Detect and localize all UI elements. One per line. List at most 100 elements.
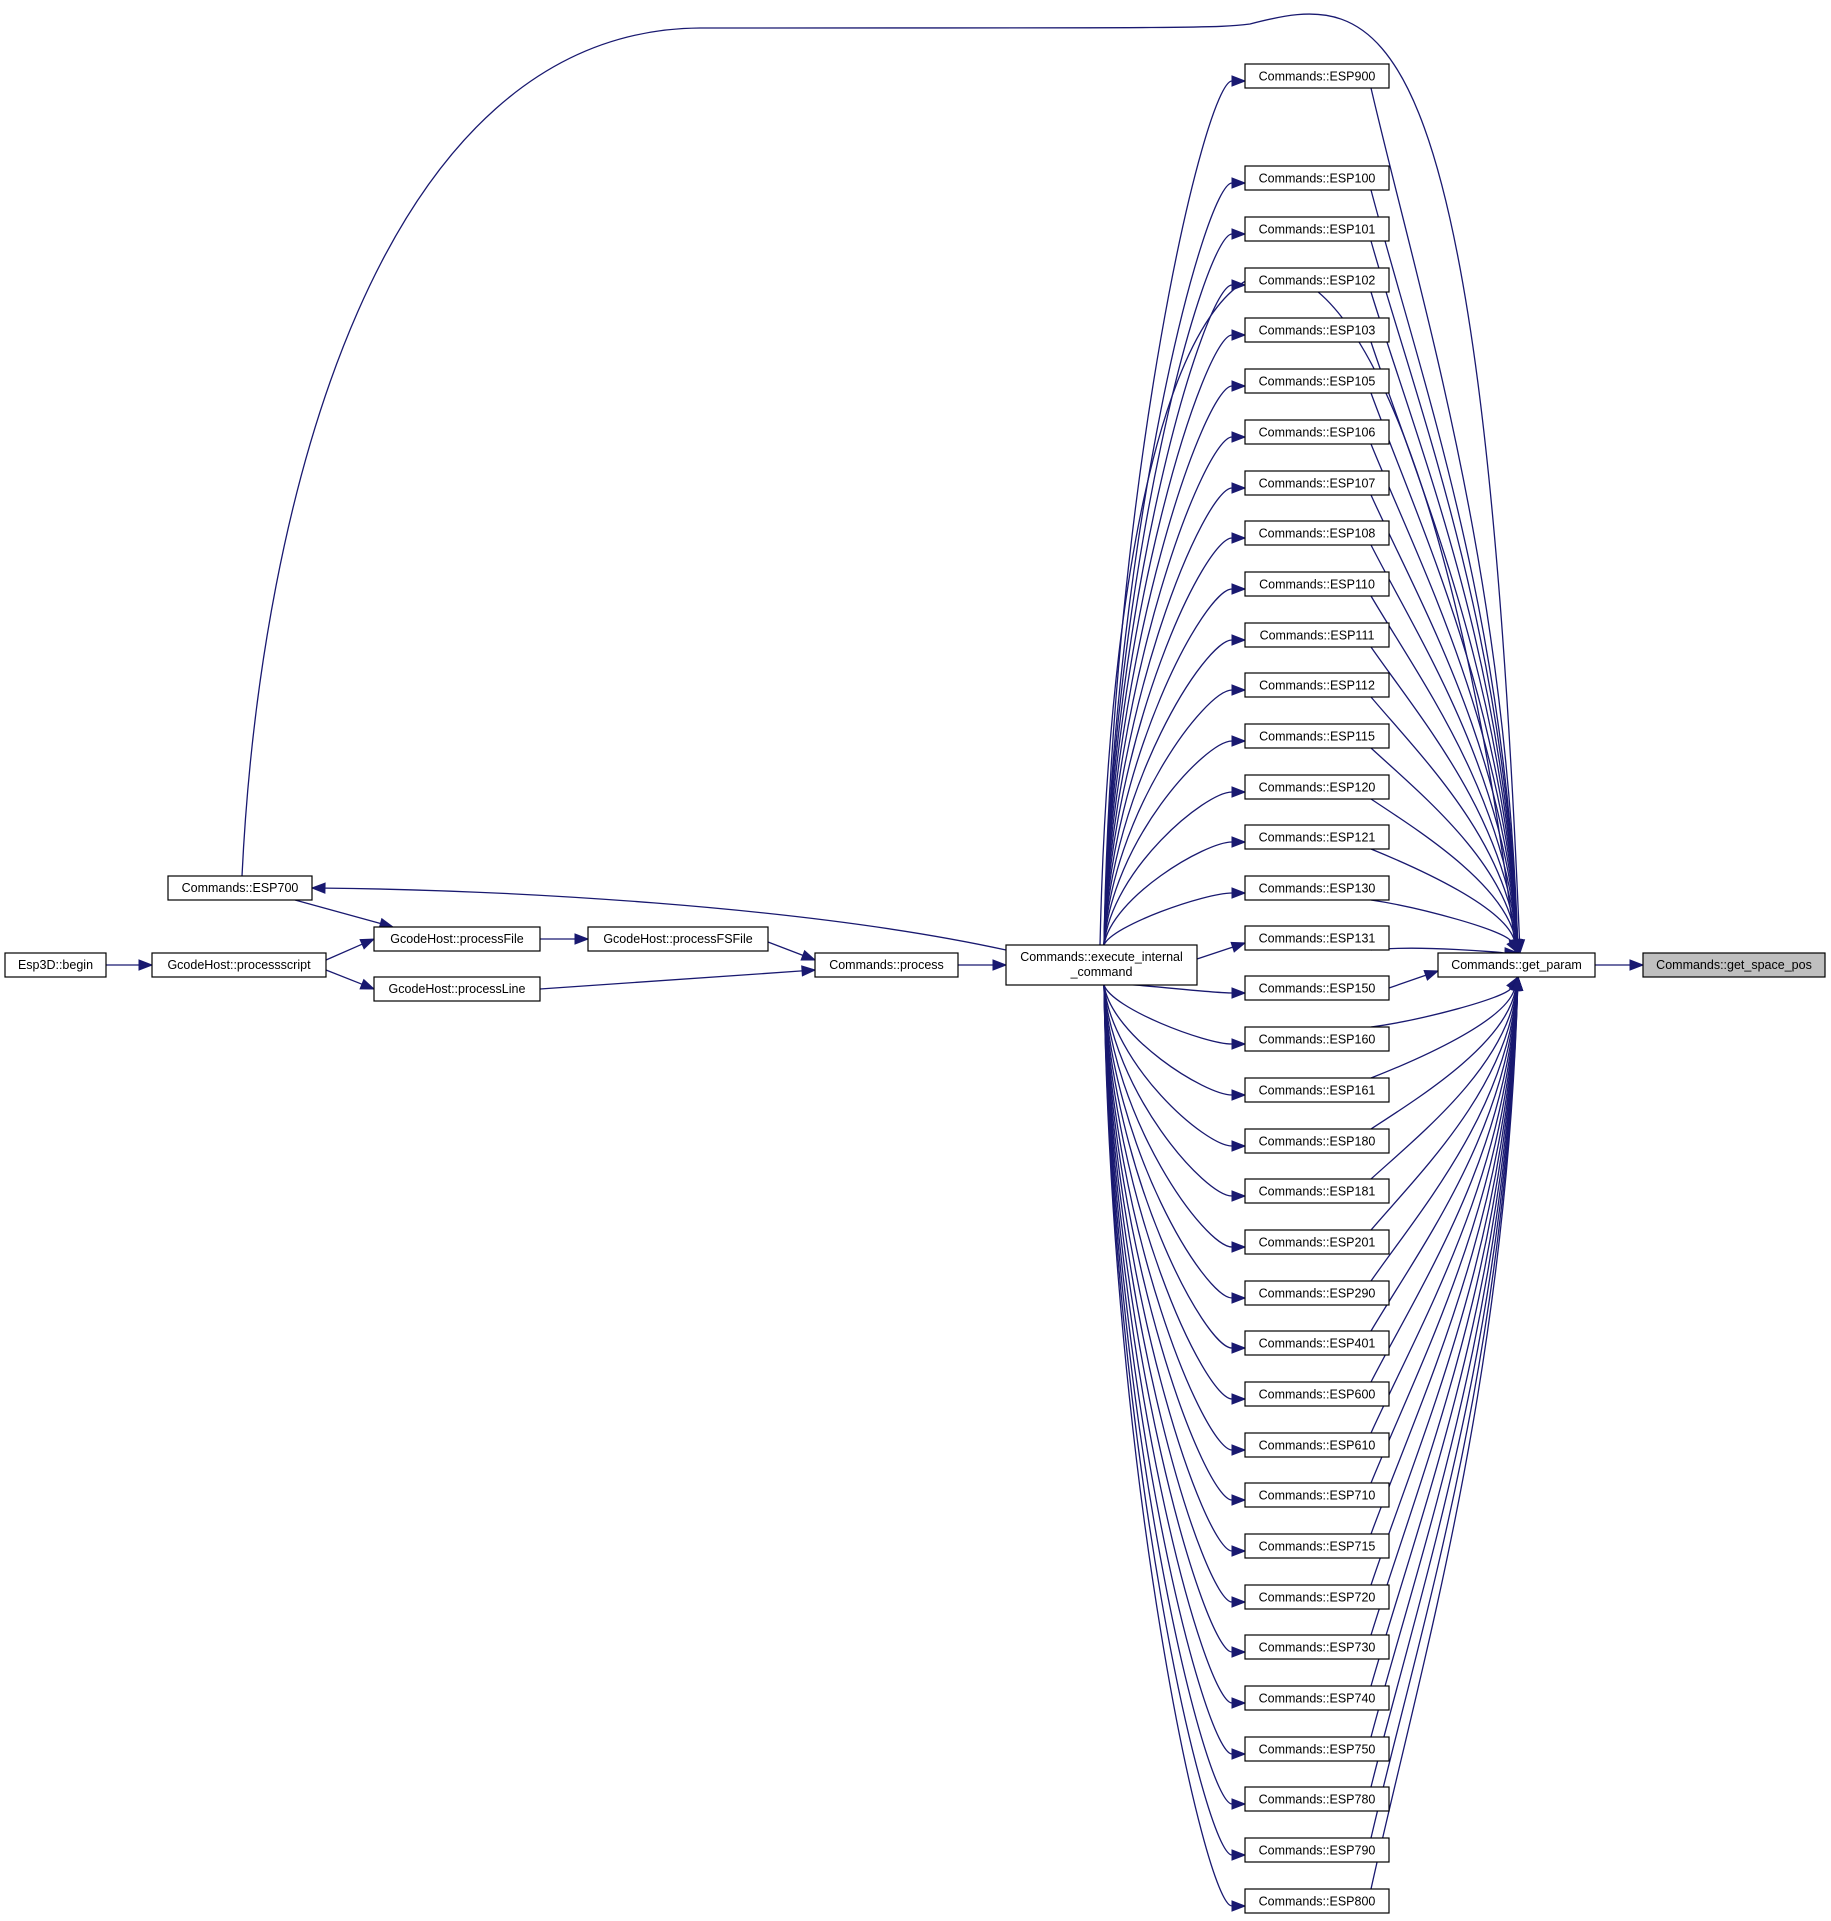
edge-execute-to-esp-9 xyxy=(1103,583,1247,946)
node-commands-esp740[interactable]: Commands::ESP740 xyxy=(1244,1685,1390,1711)
node-commands-esp180[interactable]: Commands::ESP180 xyxy=(1244,1128,1390,1154)
node-execute-internal-command[interactable]: Commands::execute_internal _command xyxy=(1005,944,1198,986)
node-commands-process[interactable]: Commands::process xyxy=(814,952,959,978)
edge-execute-to-esp-32 xyxy=(1103,984,1247,1760)
edge-execute-to-esp-24 xyxy=(1103,984,1247,1354)
node-label: Commands::ESP780 xyxy=(1259,1793,1376,1807)
node-label: GcodeHost::processFSFile xyxy=(603,932,752,946)
node-commands-esp160[interactable]: Commands::ESP160 xyxy=(1244,1026,1390,1052)
node-label: Commands::ESP101 xyxy=(1259,223,1376,237)
node-commands-esp150[interactable]: Commands::ESP150 xyxy=(1244,975,1390,1001)
edges-layer xyxy=(106,13,1645,1912)
node-label: Commands::ESP181 xyxy=(1259,1185,1376,1199)
edge-esp-28-to-get-param xyxy=(1370,975,1524,1535)
edge-execute-to-esp-19 xyxy=(1103,984,1247,1101)
edge-execute-to-esp-2 xyxy=(1103,228,1247,946)
edge-esp-20-to-get-param xyxy=(1370,975,1522,1130)
edge-esp-12-to-get-param xyxy=(1370,747,1522,955)
node-commands-esp710[interactable]: Commands::ESP710 xyxy=(1244,1482,1390,1508)
node-commands-esp750[interactable]: Commands::ESP750 xyxy=(1244,1736,1390,1762)
node-label: Commands::get_param xyxy=(1451,958,1582,972)
edge-execute-to-esp-13 xyxy=(1103,786,1247,946)
node-commands-esp800[interactable]: Commands::ESP800 xyxy=(1244,1888,1390,1914)
edge-esp-17-to-get-param xyxy=(1388,969,1440,989)
node-label: Commands::ESP107 xyxy=(1259,477,1376,491)
node-label: Commands::ESP106 xyxy=(1259,426,1376,440)
node-get-space-pos[interactable]: Commands::get_space_pos xyxy=(1642,952,1826,978)
node-label: Commands::ESP600 xyxy=(1259,1388,1376,1402)
node-label: Esp3D::begin xyxy=(18,958,93,972)
node-commands-esp201[interactable]: Commands::ESP201 xyxy=(1244,1229,1390,1255)
node-commands-esp600[interactable]: Commands::ESP600 xyxy=(1244,1381,1390,1407)
node-commands-esp131[interactable]: Commands::ESP131 xyxy=(1244,925,1390,951)
node-commands-esp100[interactable]: Commands::ESP100 xyxy=(1244,165,1390,191)
edge-esp-31-to-get-param xyxy=(1370,975,1524,1687)
node-esp3d-begin[interactable]: Esp3D::begin xyxy=(4,952,107,978)
node-label: Commands::ESP800 xyxy=(1259,1895,1376,1909)
edge-execute-to-esp-35 xyxy=(1103,984,1247,1912)
node-commands-esp121[interactable]: Commands::ESP121 xyxy=(1244,824,1390,850)
edge-execute-to-esp-12 xyxy=(1103,735,1247,946)
node-label: Commands::ESP100 xyxy=(1259,172,1376,186)
node-commands-esp108[interactable]: Commands::ESP108 xyxy=(1244,520,1390,546)
node-label: Commands::ESP180 xyxy=(1259,1135,1376,1149)
node-label: Commands::ESP111 xyxy=(1260,629,1375,643)
node-commands-esp107[interactable]: Commands::ESP107 xyxy=(1244,470,1390,496)
node-commands-esp115[interactable]: Commands::ESP115 xyxy=(1244,723,1390,749)
edge-execute-to-esp-33 xyxy=(1103,984,1247,1810)
node-commands-esp730[interactable]: Commands::ESP730 xyxy=(1244,1634,1390,1660)
node-commands-esp111[interactable]: Commands::ESP111 xyxy=(1244,622,1390,648)
node-commands-esp130[interactable]: Commands::ESP130 xyxy=(1244,875,1390,901)
node-label: Commands::ESP112 xyxy=(1259,679,1375,693)
edge-execute-to-esp-8 xyxy=(1103,532,1247,946)
edge-execute-to-esp-6 xyxy=(1103,431,1247,946)
node-label: Commands::ESP900 xyxy=(1259,70,1376,84)
node-label: Commands::ESP290 xyxy=(1259,1287,1376,1301)
node-commands-esp101[interactable]: Commands::ESP101 xyxy=(1244,216,1390,242)
node-label: Commands::ESP110 xyxy=(1259,578,1375,592)
node-commands-esp181[interactable]: Commands::ESP181 xyxy=(1244,1178,1390,1204)
node-commands-esp610[interactable]: Commands::ESP610 xyxy=(1244,1432,1390,1458)
node-commands-esp120[interactable]: Commands::ESP120 xyxy=(1244,774,1390,800)
edge-esp-5-to-get-param xyxy=(1370,392,1524,955)
node-label: Commands::execute_internal xyxy=(1020,950,1183,964)
node-commands-esp112[interactable]: Commands::ESP112 xyxy=(1244,672,1390,698)
edge-execute-to-esp-1 xyxy=(1103,177,1247,946)
edge-execute-to-esp-18 xyxy=(1103,984,1247,1050)
edge-processline-to-process xyxy=(539,965,817,990)
edge-execute-to-esp-4 xyxy=(1103,329,1247,946)
node-get-param[interactable]: Commands::get_param xyxy=(1437,952,1596,978)
node-commands-esp290[interactable]: Commands::ESP290 xyxy=(1244,1280,1390,1306)
node-label: Commands::ESP710 xyxy=(1259,1489,1376,1503)
node-label: _command xyxy=(1070,965,1133,979)
node-label: Commands::ESP103 xyxy=(1259,324,1376,338)
node-label: Commands::ESP105 xyxy=(1259,375,1376,389)
node-commands-esp102[interactable]: Commands::ESP102 xyxy=(1244,267,1390,293)
node-commands-esp401[interactable]: Commands::ESP401 xyxy=(1244,1330,1390,1356)
edge-execute-to-esp-25 xyxy=(1103,984,1247,1405)
node-commands-esp715[interactable]: Commands::ESP715 xyxy=(1244,1533,1390,1559)
node-processfile[interactable]: GcodeHost::processFile xyxy=(373,926,541,952)
node-commands-esp780[interactable]: Commands::ESP780 xyxy=(1244,1786,1390,1812)
node-commands-esp103[interactable]: Commands::ESP103 xyxy=(1244,317,1390,343)
node-label: Commands::ESP401 xyxy=(1259,1337,1376,1351)
node-processfsfile[interactable]: GcodeHost::processFSFile xyxy=(587,926,769,952)
edge-esp-30-to-get-param xyxy=(1370,975,1524,1636)
node-processline[interactable]: GcodeHost::processLine xyxy=(373,976,541,1002)
node-label: Commands::ESP130 xyxy=(1259,882,1376,896)
edge-processfile-to-processfsfile xyxy=(540,933,590,945)
edge-esp-35-to-get-param xyxy=(1370,975,1524,1890)
node-commands-esp720[interactable]: Commands::ESP720 xyxy=(1244,1584,1390,1610)
edge-execute-to-esp-15 xyxy=(1103,887,1247,946)
node-commands-esp900[interactable]: Commands::ESP900 xyxy=(1244,63,1390,89)
node-processscript[interactable]: GcodeHost::processscript xyxy=(151,952,327,978)
node-esp700[interactable]: Commands::ESP700 xyxy=(167,875,313,901)
node-commands-esp105[interactable]: Commands::ESP105 xyxy=(1244,368,1390,394)
node-commands-esp110[interactable]: Commands::ESP110 xyxy=(1244,571,1390,597)
node-commands-esp161[interactable]: Commands::ESP161 xyxy=(1244,1077,1390,1103)
edge-esp-18-to-get-param xyxy=(1370,975,1519,1028)
node-commands-esp106[interactable]: Commands::ESP106 xyxy=(1244,419,1390,445)
edge-esp-11-to-get-param xyxy=(1370,696,1523,955)
node-commands-esp790[interactable]: Commands::ESP790 xyxy=(1244,1837,1390,1863)
